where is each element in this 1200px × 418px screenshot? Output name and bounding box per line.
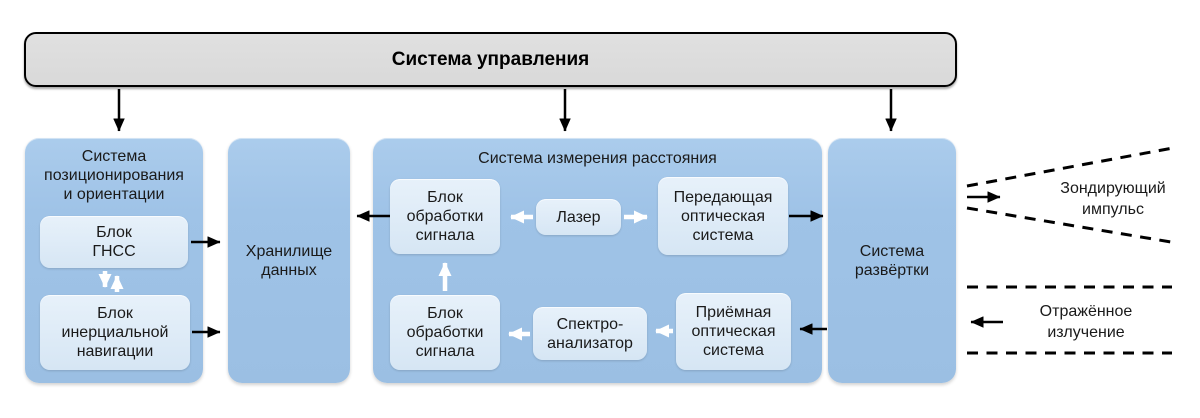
positioning-system-title: Система позиционирования и ориентации bbox=[44, 148, 184, 203]
reflected-radiation-label: Отражённое излучение bbox=[1039, 303, 1133, 341]
spectrum-analyzer-block: Спектро- анализатор bbox=[533, 307, 647, 360]
inertial-navigation-block: Блок инерциальной навигации bbox=[40, 295, 190, 370]
probing-pulse-label: Зондирующий импульс bbox=[1060, 180, 1166, 218]
data-storage-label: Хранилище данных bbox=[245, 242, 333, 279]
control-system-box: Система управления bbox=[24, 32, 957, 87]
signal-processing-block-top: Блок обработки сигнала bbox=[390, 179, 500, 254]
laser-block: Лазер bbox=[536, 199, 621, 235]
scanning-system-box: Система развёртки bbox=[828, 138, 956, 383]
transmitting-optics-block: Передающая оптическая система bbox=[658, 177, 788, 255]
data-storage-box: Хранилище данных bbox=[228, 138, 350, 383]
gnss-block: Блок ГНСС bbox=[40, 216, 188, 268]
signal-processing-block-bottom: Блок обработки сигнала bbox=[390, 295, 500, 370]
distance-measurement-box: Система измерения расстояния Блок обрабо… bbox=[373, 138, 822, 383]
positioning-system-box: Система позиционирования и ориентации Бл… bbox=[25, 138, 203, 383]
receiving-optics-block: Приёмная оптическая система bbox=[676, 293, 791, 370]
scanning-system-label: Система развёртки bbox=[854, 242, 930, 279]
distance-measurement-title: Система измерения расстояния bbox=[478, 150, 717, 167]
control-system-label: Система управления bbox=[391, 48, 590, 70]
